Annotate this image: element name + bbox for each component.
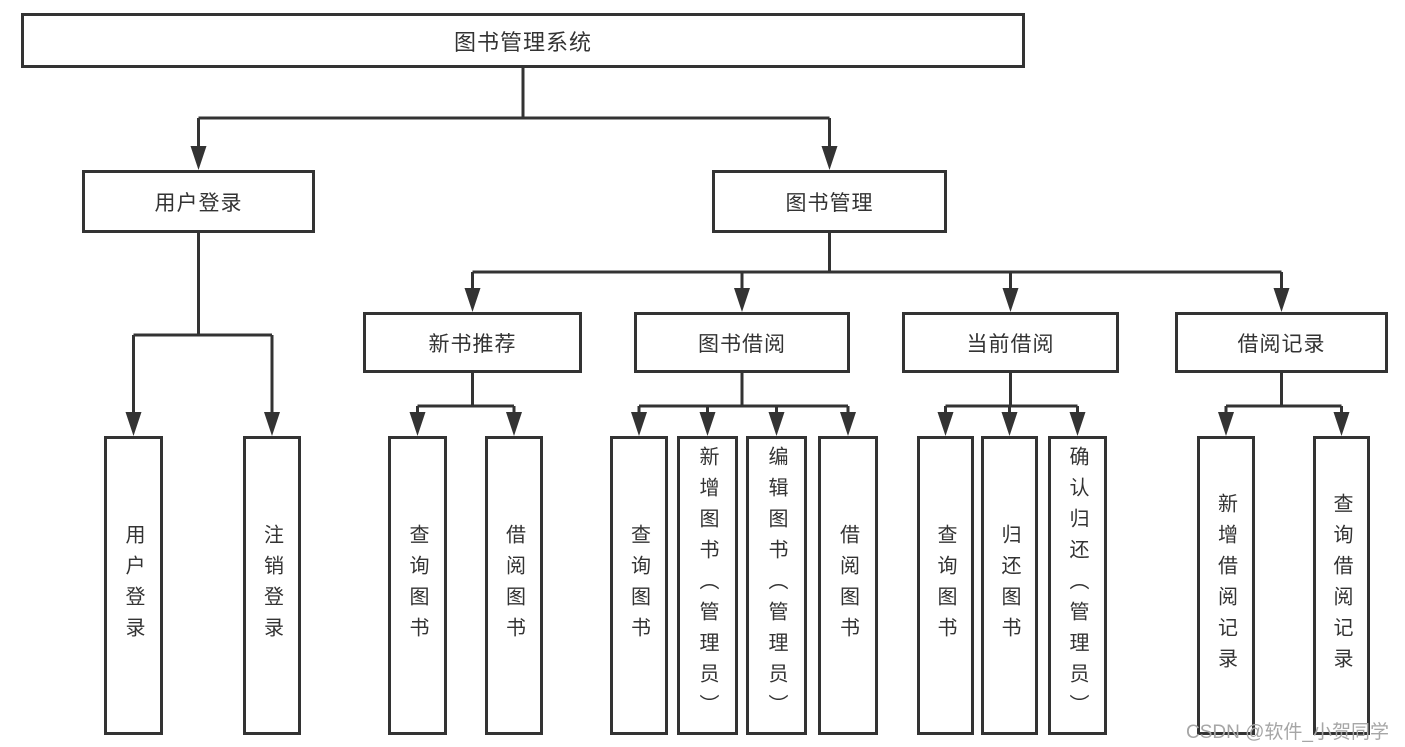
edges-root	[190, 68, 838, 170]
node-label: 编辑图书（管理员）	[765, 446, 787, 725]
csdn-watermark: CSDN @软件_小贺同学	[1186, 722, 1389, 743]
node-label: 新增图书（管理员）	[696, 446, 718, 725]
node-label: 新书推荐	[428, 332, 517, 356]
node-label: 查询图书	[934, 523, 956, 648]
node-label: 借阅图书	[836, 523, 859, 648]
edges-new-book-recommend	[409, 373, 522, 436]
node-borrowing-records: 借阅记录	[1175, 312, 1388, 373]
node-label: 当前借阅	[966, 332, 1055, 356]
edges-current-borrowing	[937, 373, 1086, 436]
node-library-management-system: 图书管理系统	[21, 13, 1025, 68]
leaf-borrow-books: 借阅图书	[818, 436, 878, 735]
edges-borrowing-records	[1218, 373, 1350, 436]
leaf-query-books-borrowing: 查询图书	[610, 436, 668, 735]
leaf-query-books-current: 查询图书	[917, 436, 974, 735]
node-label: 图书借阅	[698, 332, 786, 356]
node-book-borrowing: 图书借阅	[634, 312, 850, 373]
leaf-user-login: 用户登录	[104, 436, 163, 735]
leaf-query-books-recommend: 查询图书	[388, 436, 447, 735]
leaf-logout: 注销登录	[243, 436, 301, 735]
node-label: 注销登录	[260, 523, 283, 648]
node-label: 查询借阅记录	[1330, 492, 1352, 679]
node-label: 借阅记录	[1237, 332, 1326, 356]
node-label: 确认归还（管理员）	[1066, 446, 1088, 725]
node-label: 查询图书	[627, 523, 650, 648]
leaf-borrow-books-recommend: 借阅图书	[485, 436, 543, 735]
node-current-borrowing: 当前借阅	[902, 312, 1119, 373]
node-label: 新增借阅记录	[1214, 492, 1237, 679]
node-label: 用户登录	[122, 523, 144, 648]
leaf-edit-books-admin: 编辑图书（管理员）	[746, 436, 807, 735]
node-label: 查询图书	[406, 523, 428, 648]
node-label: 用户登录	[154, 191, 243, 215]
leaf-confirm-return-admin: 确认归还（管理员）	[1048, 436, 1107, 735]
edges-book-borrowing	[631, 373, 856, 436]
leaf-add-books-admin: 新增图书（管理员）	[677, 436, 738, 735]
leaf-return-books: 归还图书	[981, 436, 1038, 735]
node-label: 图书管理	[785, 191, 874, 215]
node-user-login: 用户登录	[82, 170, 315, 233]
node-label: 归还图书	[998, 523, 1020, 648]
node-book-management: 图书管理	[712, 170, 947, 233]
edges-user-login	[125, 233, 280, 436]
leaf-query-borrow-record: 查询借阅记录	[1313, 436, 1370, 735]
node-label: 图书管理系统	[453, 29, 592, 55]
node-label: 借阅图书	[502, 523, 525, 648]
node-new-book-recommend: 新书推荐	[363, 312, 582, 373]
leaf-add-borrow-record: 新增借阅记录	[1197, 436, 1255, 735]
edges-book-management	[464, 233, 1290, 312]
